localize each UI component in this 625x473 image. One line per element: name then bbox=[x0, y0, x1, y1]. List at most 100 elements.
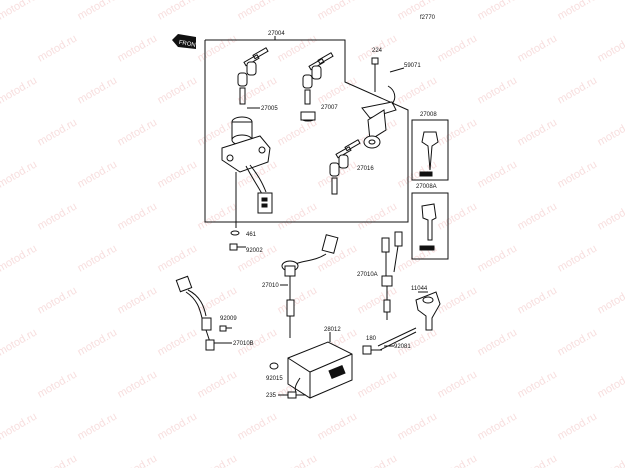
washer-461 bbox=[231, 231, 239, 235]
watermark-text: motod.ru bbox=[76, 74, 120, 106]
lead-27010A bbox=[382, 232, 402, 320]
watermark-text: motod.ru bbox=[556, 74, 600, 106]
watermark-text: motod.ru bbox=[156, 74, 200, 106]
watermark-text: motod.ru bbox=[276, 452, 320, 468]
watermark-text: motod.ru bbox=[396, 326, 440, 358]
label-92081: 92081 bbox=[394, 344, 411, 350]
watermark-text: motod.ru bbox=[156, 158, 200, 190]
watermark-text: motod.ru bbox=[116, 284, 160, 316]
watermark-text: motod.ru bbox=[436, 452, 480, 468]
watermark-text: motod.ru bbox=[556, 0, 600, 23]
label-27010: 27010 bbox=[262, 283, 279, 289]
watermark-text: motod.ru bbox=[436, 284, 480, 316]
watermark-text: motod.ru bbox=[196, 284, 240, 316]
watermark-text: motod.ru bbox=[476, 410, 520, 442]
watermark-text: motod.ru bbox=[116, 116, 160, 148]
watermark-text: motod.ru bbox=[556, 326, 600, 358]
watermark-text: motod.ru bbox=[276, 32, 320, 64]
watermark-text: motod.ru bbox=[276, 116, 320, 148]
watermark-text: motod.ru bbox=[436, 32, 480, 64]
watermark-text: motod.ru bbox=[556, 242, 600, 274]
watermark-text: motod.ru bbox=[516, 116, 560, 148]
watermark-text: motod.ru bbox=[516, 200, 560, 232]
watermark-text: motod.ru bbox=[396, 410, 440, 442]
watermark-text: motod.ru bbox=[196, 368, 240, 400]
watermark-text: motod.ru bbox=[76, 326, 120, 358]
module-28012 bbox=[288, 342, 352, 398]
label-92009: 92009 bbox=[220, 316, 237, 322]
watermark-text: motod.ru bbox=[236, 0, 280, 23]
watermark-text: motod.ru bbox=[36, 284, 80, 316]
watermark-text: motod.ru bbox=[116, 200, 160, 232]
key-blank-27008A bbox=[420, 204, 436, 250]
watermark-text: motod.ru bbox=[116, 368, 160, 400]
watermark-text: motod.ru bbox=[156, 410, 200, 442]
label-27007: 27007 bbox=[321, 105, 338, 111]
label-27008: 27008 bbox=[420, 112, 437, 118]
label-461: 461 bbox=[246, 232, 257, 238]
label-92015: 92015 bbox=[266, 376, 283, 382]
label-235: 235 bbox=[266, 393, 277, 399]
watermark-text: motod.ru bbox=[516, 32, 560, 64]
watermark-text: motod.ru bbox=[556, 158, 600, 190]
watermark-text: motod.ru bbox=[316, 74, 360, 106]
label-180: 180 bbox=[366, 336, 377, 342]
watermark-text: motod.ru bbox=[356, 284, 400, 316]
watermark-text: motod.ru bbox=[596, 200, 625, 232]
watermark-text: motod.ru bbox=[76, 242, 120, 274]
label-59071: 59071 bbox=[404, 63, 421, 69]
label-28012: 28012 bbox=[324, 327, 341, 333]
lock-cylinder-27016 bbox=[330, 110, 386, 194]
watermark-text: motod.ru bbox=[36, 116, 80, 148]
watermark-text: motod.ru bbox=[516, 452, 560, 468]
watermark-text: motod.ru bbox=[276, 200, 320, 232]
watermark-text: motod.ru bbox=[0, 0, 39, 23]
bolt-224 bbox=[372, 58, 378, 92]
label-92002: 92002 bbox=[246, 248, 263, 254]
nut-92015 bbox=[270, 363, 278, 369]
watermark-text: motod.ru bbox=[196, 32, 240, 64]
watermark-text: motod.ru bbox=[596, 452, 625, 468]
watermark-text: motod.ru bbox=[436, 368, 480, 400]
label-11044: 11044 bbox=[411, 286, 428, 292]
watermark-text: motod.ru bbox=[396, 74, 440, 106]
watermark-text: motod.ru bbox=[0, 242, 39, 274]
watermark-text: motod.ru bbox=[276, 284, 320, 316]
watermark-text: motod.ru bbox=[516, 284, 560, 316]
watermark-text: motod.ru bbox=[356, 368, 400, 400]
watermark-text: motod.ru bbox=[556, 410, 600, 442]
watermark-text: motod.ru bbox=[36, 200, 80, 232]
watermark-text: motod.ru bbox=[76, 158, 120, 190]
watermark-text: motod.ru bbox=[156, 0, 200, 23]
watermark-text: motod.ru bbox=[76, 410, 120, 442]
watermark-text: motod.ru bbox=[76, 0, 120, 23]
watermark-text: motod.ru bbox=[436, 116, 480, 148]
front-arrow: FRONT bbox=[172, 34, 200, 50]
watermark-text: motod.ru bbox=[156, 326, 200, 358]
watermark-text: motod.ru bbox=[356, 452, 400, 468]
watermark-text: motod.ru bbox=[116, 452, 160, 468]
watermark-text: motod.ru bbox=[0, 74, 39, 106]
bolt-180 bbox=[363, 346, 382, 354]
watermark-text: motod.ru bbox=[596, 368, 625, 400]
watermark-text: motod.ru bbox=[476, 74, 520, 106]
watermark-text: motod.ru bbox=[316, 242, 360, 274]
label-27016: 27016 bbox=[357, 166, 374, 172]
watermark-text: motod.ru bbox=[116, 32, 160, 64]
watermark-text: motod.ru bbox=[0, 326, 39, 358]
watermark-text: motod.ru bbox=[156, 242, 200, 274]
label-27005: 27005 bbox=[261, 106, 278, 112]
figure-number: f2770 bbox=[420, 15, 436, 21]
watermark-text: motod.ru bbox=[0, 158, 39, 190]
watermark-text: motod.ru bbox=[0, 410, 39, 442]
watermark-text: motod.ru bbox=[196, 452, 240, 468]
label-27004: 27004 bbox=[268, 31, 285, 37]
watermark-text: motod.ru bbox=[476, 326, 520, 358]
watermark-text: motod.ru bbox=[196, 200, 240, 232]
watermark-text: motod.ru bbox=[316, 0, 360, 23]
label-27010B: 27010B bbox=[233, 341, 254, 347]
watermark-text: motod.ru bbox=[516, 368, 560, 400]
label-224: 224 bbox=[372, 48, 383, 54]
